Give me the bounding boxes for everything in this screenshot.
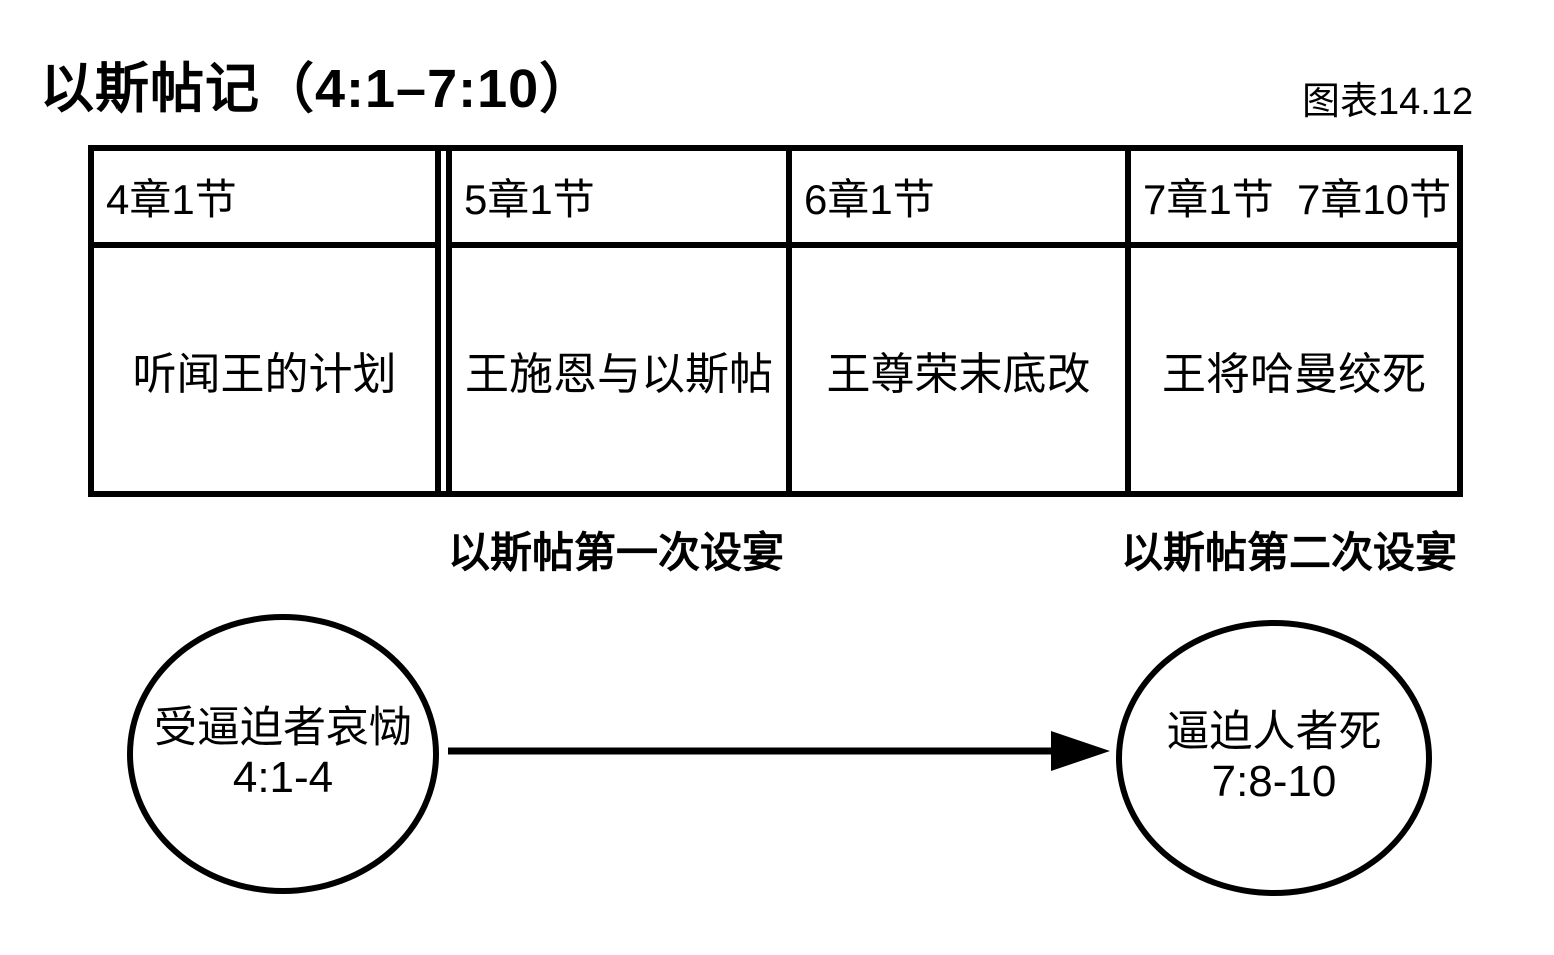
table-column-ch7: 7章1节 7章10节 王将哈曼绞死	[1125, 151, 1457, 491]
end-circle-label: 逼迫人者死	[1166, 708, 1382, 756]
figure-label: 图表14.12	[1302, 81, 1474, 123]
first-banquet-caption: 以斯帖第一次设宴	[447, 529, 784, 576]
column-body-ch5: 王施恩与以斯帖	[465, 349, 773, 399]
esther-timeline-table: 4章1节 听闻王的计划 5章1节 王施恩与以斯帖 6章1节 王尊荣末底改 7章1…	[88, 145, 1463, 497]
column-header-ch5: 5章1节	[452, 151, 786, 248]
end-circle: 逼迫人者死 7:8-10	[1116, 620, 1432, 896]
start-circle-reference: 4:1-4	[232, 753, 334, 803]
column-header-ch4: 4章1节	[94, 151, 435, 248]
table-column-ch4: 4章1节 听闻王的计划	[94, 151, 441, 491]
column-body-ch7: 王将哈曼绞死	[1162, 349, 1426, 399]
column-body-ch4: 听闻王的计划	[132, 349, 397, 399]
start-circle: 受逼迫者哀恸 4:1-4	[127, 614, 439, 894]
end-circle-reference: 7:8-10	[1211, 757, 1337, 807]
start-circle-label: 受逼迫者哀恸	[154, 704, 412, 752]
arrow-right-icon	[448, 731, 1110, 771]
column-body-ch6: 王尊荣末底改	[826, 349, 1091, 399]
second-banquet-caption: 以斯帖第二次设宴	[1120, 529, 1457, 576]
page-title: 以斯帖记（4:1–7:10）	[40, 59, 595, 119]
column-header-ch6: 6章1节	[792, 151, 1125, 248]
column-header-ch7: 7章1节 7章10节	[1131, 151, 1457, 248]
double-line-gap	[441, 151, 446, 491]
table-column-ch6: 6章1节 王尊荣末底改	[786, 151, 1125, 491]
table-column-ch5: 5章1节 王施恩与以斯帖	[446, 151, 786, 491]
